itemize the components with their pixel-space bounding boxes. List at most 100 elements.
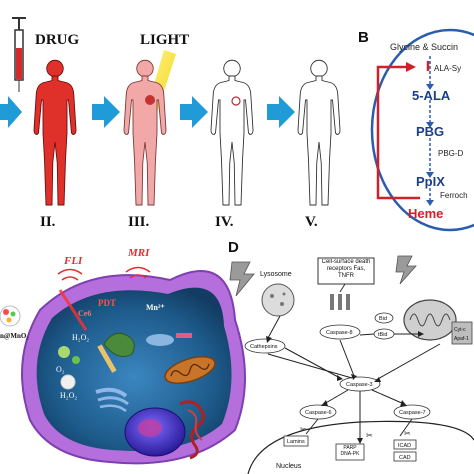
fli-label: FLI [63,255,83,267]
mitochondrion [164,356,216,384]
patient-figure-recovery [210,59,254,206]
lightning-icon [229,261,255,297]
nanoparticle-label: n@MnO₂ [0,332,28,340]
parp-label: PARP DNA-PK [340,445,360,457]
h2o2-label: H₂O₂ [60,391,77,400]
panel-c: n@MnO₂ FLI MRI PDT Ce6 Mn²⁺ H₂O₂ O₂ H₂O₂ [0,247,246,465]
mri-signal-icon [125,266,151,279]
lysosome-granule [280,302,284,306]
healing-spot [231,96,241,106]
ce6-label: Ce6 [78,309,91,318]
arrow-icon [0,96,22,128]
panel-b: B Glycine & Succin ALA-Sy 5-ALA PBG PBG-… [358,28,474,232]
caspase3-label: Caspase-3 [346,382,373,388]
drug-label: DRUG [35,32,79,48]
lysosome-granule [270,294,274,298]
mri-label: MRI [127,247,150,259]
icad-box [393,439,417,450]
pathway-arrowheads-d [266,331,424,444]
tbid-label: tBid [378,332,387,338]
bid-label: Bid [379,316,387,322]
enzyme-label: Ferroch [440,191,468,200]
pathway-step-ppix: PpIX [416,174,445,189]
golgi [99,404,127,413]
nucleolus [138,419,162,437]
pathway-step-ala: 5-ALA [412,88,451,103]
caspase8-label: Caspase-8 [326,330,353,336]
caspase7-label: Caspase-7 [399,410,426,416]
caspase8-node [319,324,361,340]
caspase6-label: Caspase-6 [305,410,332,416]
pathway-step-pbg: PBG [416,124,444,139]
scissors-icon: ✂ [404,429,411,438]
fli-signal-icon [57,268,83,281]
nanoparticle-rod [97,344,117,373]
lysosome-organelle [103,332,135,357]
endoplasmic-reticulum [179,400,205,460]
tumor-spot [145,95,155,105]
mn-ion-label: Mn²⁺ [146,303,165,312]
arrow-icon [180,96,208,128]
mn-marker [176,333,192,338]
death-receptor-box [317,257,375,285]
panel-d: D Lysosome Cell-surface death receptors … [228,239,474,474]
nanoparticle-icon [0,305,21,327]
cathepsins-node [244,338,286,354]
progress-arrows [0,96,295,128]
stage-label: III. [128,214,150,230]
panel-letter-b: B [358,29,369,46]
pathway-arrowheads [426,84,434,206]
lamins-box [283,435,309,447]
apoptosome-box [451,321,473,345]
nucleus-label: Nucleus [276,463,302,470]
endosome [72,356,80,364]
cad-box [393,451,417,462]
arrow-icon [267,96,295,128]
golgi [97,396,129,406]
lysosome-granule [282,292,286,296]
endosome [58,346,70,358]
syringe-icon [12,17,26,92]
mitochondrion-outline [370,28,474,232]
scissors-icon: ✂ [300,425,307,434]
lamins-label: Lamins [287,439,305,445]
enzyme-label: ALA-Sy [434,64,461,73]
endoplasmic-reticulum [187,409,203,441]
laser-beam [58,289,88,331]
light-label: LIGHT [140,32,189,48]
mitochondrion-d [403,299,457,341]
cathepsins-label: Cathepsins [250,344,278,350]
lysosome-label: Lysosome [260,271,292,278]
stage-label: IV. [215,214,234,230]
vesicle [146,334,174,346]
apaf-label: Apaf-1 [454,336,469,342]
arrow-icon [92,96,120,128]
receptor-icon [330,294,334,310]
lysosome-icon [261,283,295,317]
feedback-loop [376,65,420,200]
panel-a: DRUG LIGHT II. III. IV. [0,17,341,230]
pdt-label: PDT [98,298,116,308]
connector-line [339,283,346,293]
pathway-arrows-d [267,315,441,440]
parp-box [335,443,365,461]
stage-label: II. [40,214,56,230]
cad-label: CAD [399,455,411,461]
receptor-icon [338,294,342,310]
panel-letter-d: D [228,239,239,256]
h2o2-label: H₂O₂ [72,333,89,342]
icad-label: ICAD [398,443,411,449]
patient-figure-drug [33,59,77,206]
enzyme-label: PBG-D [438,149,464,158]
endosome [60,374,76,390]
stage-label: V. [305,214,318,230]
scissors-icon: ✂ [366,431,373,440]
death-receptor-label: Cell-surface death receptors Fas, TNFR [321,259,371,279]
receptor-icon [346,294,350,310]
cytc-label: Cyt-c [454,327,466,333]
o2-label: O₂ [56,365,65,374]
lightning-icon [395,255,417,285]
pathway-step-heme: Heme [408,206,443,221]
golgi [95,387,128,398]
